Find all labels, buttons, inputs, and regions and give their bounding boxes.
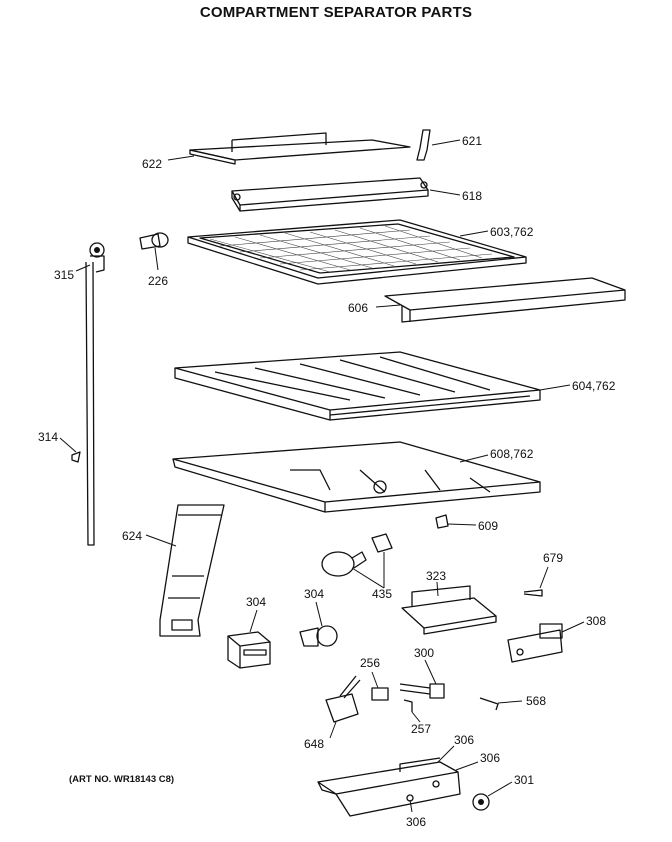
callout-label-p621: 621 [462,134,482,148]
part-603-grille-shelf [187,219,527,285]
part-256-connector [371,687,389,701]
callout-label-p308: 308 [586,614,606,628]
part-308-bracket [507,623,563,663]
callout-label-p315: 315 [54,268,74,282]
part-301-knob [472,793,490,811]
part-300-thermostat [399,683,445,699]
part-435-bulb [321,533,393,577]
callout-labels: 621 622 618 603,762 315 226 606 604,762 314 608,7… [38,134,616,829]
part-314-clip [71,451,81,463]
part-618-channel [231,177,429,212]
part-604-separator [174,351,541,421]
callout-label-p608: 608,762 [490,447,534,461]
callout-label-p604: 604,762 [572,379,616,393]
part-621-clip [416,129,431,161]
part-624-duct [159,504,225,637]
part-306-bracket [317,757,461,817]
part-648-damper [325,675,361,723]
part-606-trim [384,277,626,323]
callout-label-p304a: 304 [246,595,266,609]
callout-label-p609: 609 [478,519,498,533]
callout-label-p622: 622 [142,157,162,171]
part-609-clip [435,514,449,529]
callout-label-p256: 256 [360,656,380,670]
part-304-switch [299,625,338,647]
part-568-screw [479,697,499,711]
part-622-trim [189,132,411,165]
callout-label-p226: 226 [148,274,168,288]
part-679-screw [523,589,543,597]
callout-label-p323: 323 [426,569,446,583]
part-257-screw [403,699,413,712]
leader-lines [59,139,585,813]
art-number: (ART NO. WR18143 C8) [69,774,175,785]
callout-label-p306c: 306 [406,815,426,829]
callout-label-p624: 624 [122,529,142,543]
callout-label-p603: 603,762 [490,225,534,239]
diagram-title: COMPARTMENT SEPARATOR PARTS [199,4,473,21]
callout-label-p435: 435 [372,587,392,601]
callout-label-p304b: 304 [304,587,324,601]
part-304-switch-box [227,631,271,669]
callout-label-p306a: 306 [454,733,474,747]
callout-label-p679: 679 [543,551,563,565]
part-314-rod [85,261,95,546]
callout-label-p300: 300 [414,646,434,660]
callout-label-p648: 648 [304,737,324,751]
callout-label-p306b: 306 [480,751,500,765]
part-226-pin [139,232,169,250]
callout-label-p606: 606 [348,301,368,315]
callout-label-p618: 618 [462,189,482,203]
callout-label-p301: 301 [514,773,534,787]
callout-label-p568: 568 [526,694,546,708]
part-315-hinge [89,242,105,273]
callout-label-p257: 257 [411,722,431,736]
part-323-board [401,585,497,635]
callout-label-p314: 314 [38,430,58,444]
part-608-separator [172,441,541,513]
